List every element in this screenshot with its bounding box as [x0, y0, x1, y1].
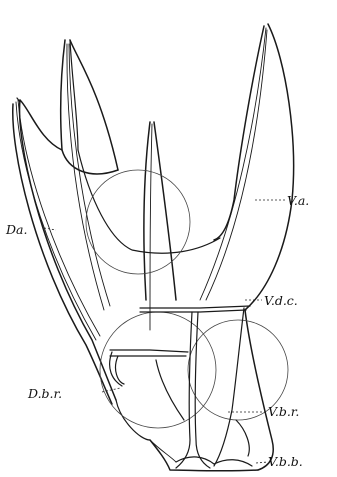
canal-lines [110, 306, 252, 468]
label-dbr: D.b.r. [27, 386, 62, 401]
leader-lines [44, 200, 286, 463]
label-da: Da. [5, 222, 27, 237]
label-vbb: V.b.b. [268, 454, 303, 469]
circular-outlines [86, 170, 288, 428]
label-vbr: V.b.r. [268, 404, 299, 419]
body-outline [13, 24, 294, 471]
label-vdc: V.d.c. [264, 293, 298, 308]
spike-rods [16, 28, 267, 340]
label-va: V.a. [287, 193, 309, 208]
